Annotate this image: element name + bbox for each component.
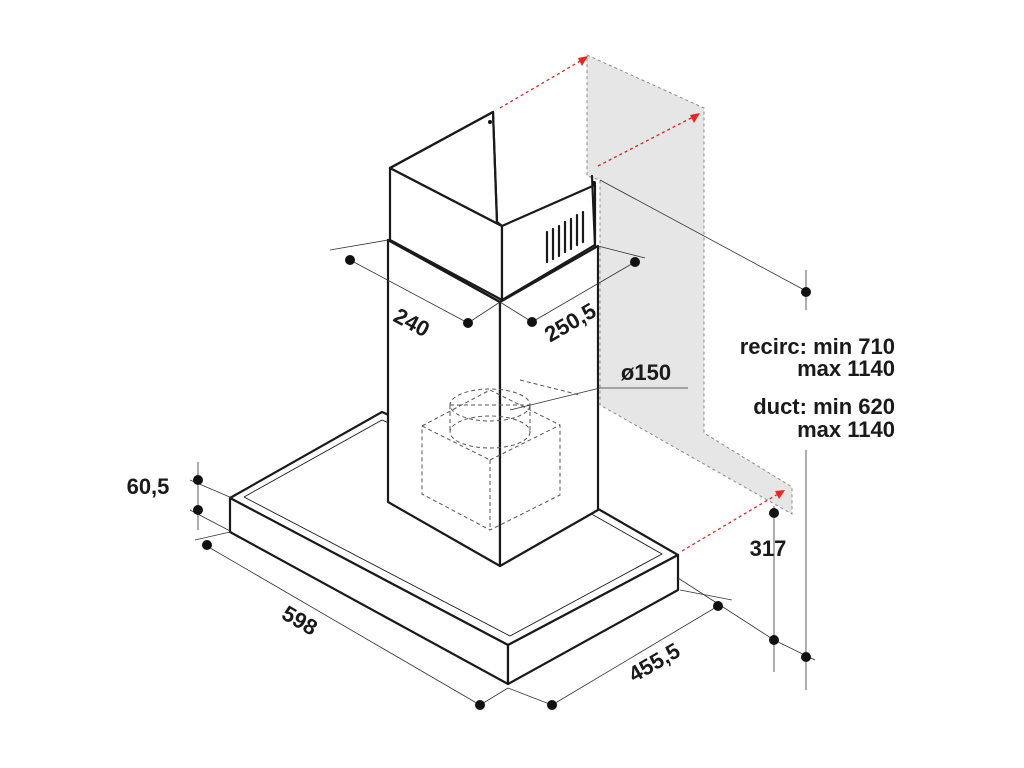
duct-diameter-label: ø150	[621, 360, 671, 385]
canopy-inner-edge	[243, 419, 663, 637]
chimney-upper	[388, 110, 597, 302]
vent-grille	[545, 210, 585, 264]
duct-note-line1: duct: min 620	[753, 394, 895, 419]
canopy-side	[506, 553, 680, 686]
screw-hole-left	[488, 120, 492, 124]
hood-width-label: 598	[278, 600, 322, 640]
screw-hole-right	[592, 181, 596, 185]
arrow-head-top	[578, 56, 588, 66]
back-panel-edge	[491, 110, 499, 224]
arrow-head-middle	[690, 113, 700, 123]
recirc-note-line2: max 1140	[797, 356, 895, 381]
chimney-side-face	[498, 244, 600, 568]
recirc-note-line1: recirc: min 710	[740, 334, 895, 359]
dimension-lines	[189, 179, 816, 706]
back-panel-top	[388, 110, 495, 170]
arrow-head-bottom	[775, 490, 785, 499]
chimney-left-top	[386, 238, 502, 304]
wall-arrows	[499, 56, 785, 552]
duct-note-line2: max 1140	[797, 417, 895, 442]
hidden-motor-box	[421, 379, 581, 531]
hood-depth-label: 455,5	[624, 638, 684, 687]
hood-height-label: 60,5	[127, 474, 170, 499]
wall-offset-label: 317	[750, 536, 787, 561]
dimension-dots	[193, 255, 811, 710]
wall-plane	[586, 54, 793, 515]
side-panel-edge	[590, 174, 597, 248]
